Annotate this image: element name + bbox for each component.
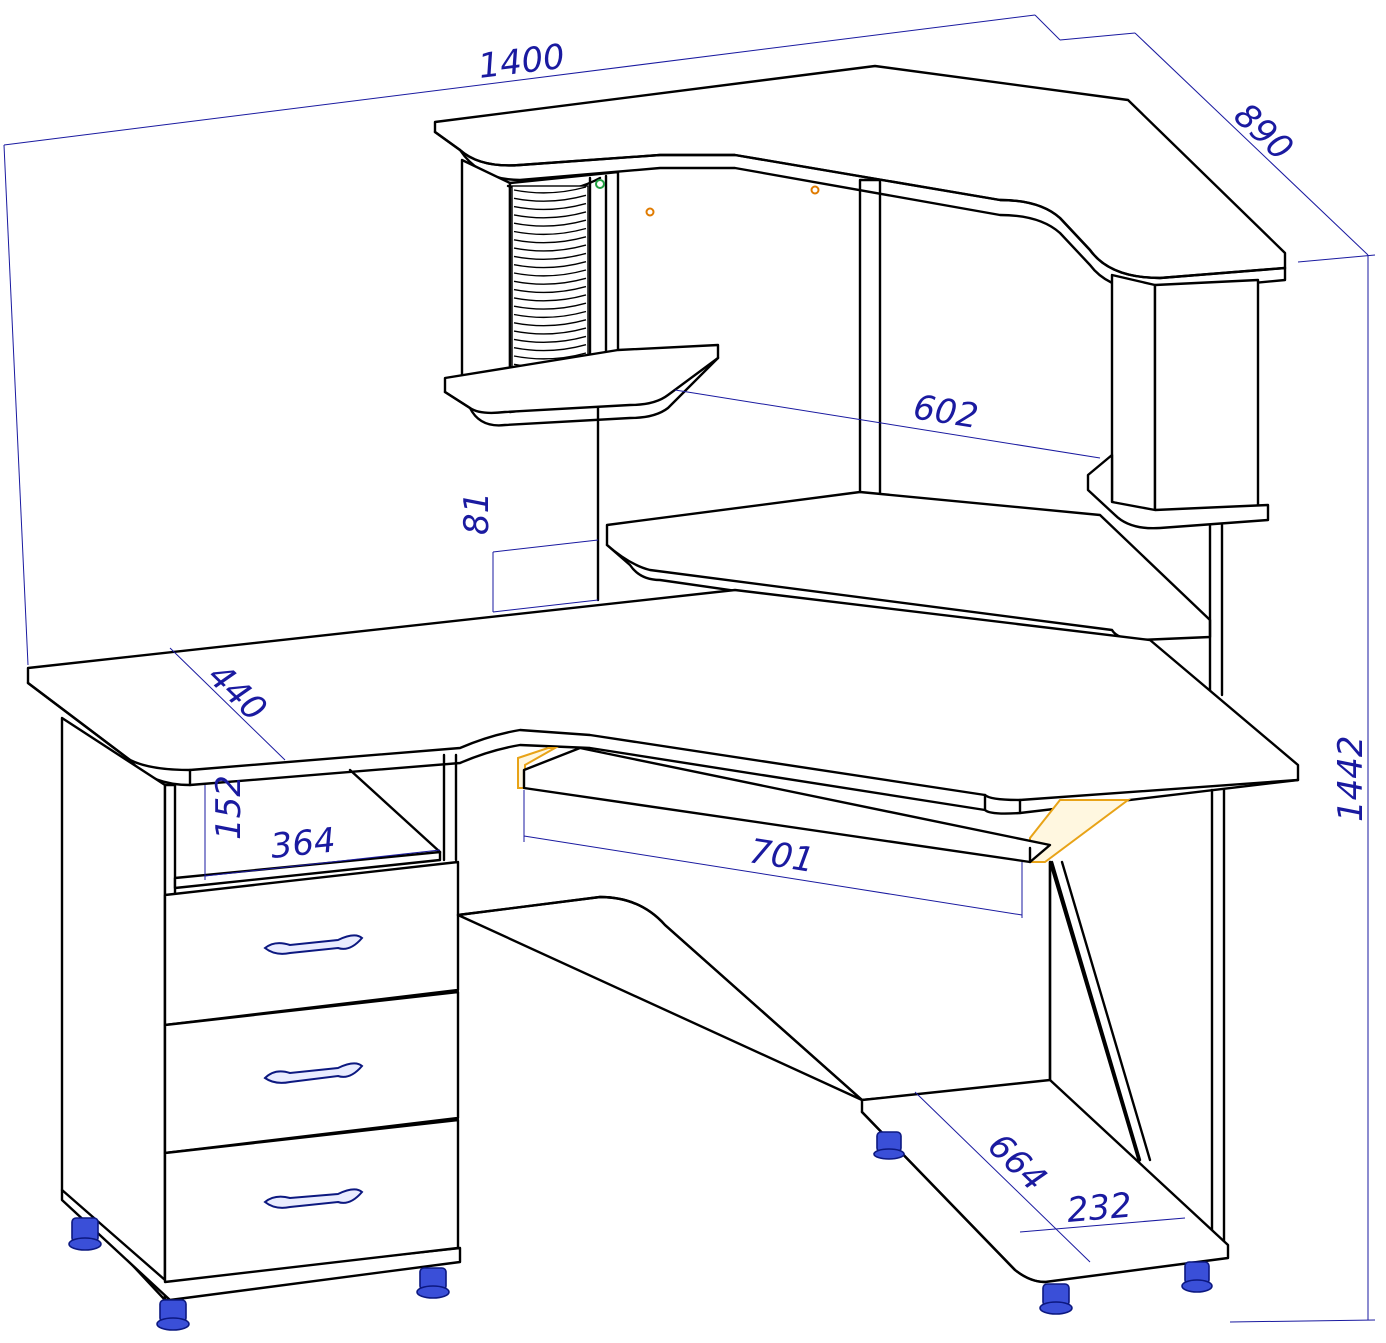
cd-slot bbox=[513, 236, 587, 244]
cd-slot bbox=[513, 227, 587, 236]
niche-back-edge bbox=[348, 768, 442, 854]
cd-slot bbox=[513, 344, 587, 352]
back-panel-divider bbox=[858, 178, 882, 507]
dim-niche-height: 152 bbox=[209, 775, 249, 840]
dim-niche-width: 364 bbox=[269, 820, 338, 867]
feet bbox=[68, 1131, 1213, 1331]
cd-slot bbox=[513, 194, 587, 202]
cd-slot bbox=[513, 302, 587, 310]
foot bbox=[156, 1299, 190, 1331]
cd-slot bbox=[513, 211, 587, 219]
cd-slot bbox=[513, 294, 587, 302]
dim-total-width: 1400 bbox=[476, 37, 567, 87]
foot bbox=[1181, 1261, 1213, 1293]
foot bbox=[873, 1131, 905, 1160]
pedestal bbox=[60, 716, 462, 1302]
cd-slot bbox=[513, 335, 587, 343]
drawer-handle-top bbox=[263, 934, 364, 955]
rear-panel-edge bbox=[1050, 860, 1142, 1162]
cd-slot bbox=[513, 327, 587, 335]
cd-slot bbox=[513, 244, 587, 252]
tray-bracket-left bbox=[517, 747, 559, 789]
dimension-lines bbox=[3, 14, 1376, 1323]
cd-slot bbox=[513, 269, 587, 277]
superstructure bbox=[433, 64, 1287, 697]
desktop-surface bbox=[26, 588, 1300, 802]
right-small-shelf bbox=[1086, 453, 1270, 530]
cd-slot bbox=[513, 310, 587, 319]
right-tower-side bbox=[1110, 273, 1157, 514]
cd-slot bbox=[513, 319, 587, 327]
cd-slot bbox=[513, 202, 587, 211]
right-tower-front bbox=[1153, 278, 1260, 514]
cd-slots bbox=[513, 186, 587, 368]
dim-foot-shelf-width: 232 bbox=[1065, 1185, 1133, 1231]
niche-shelf bbox=[173, 850, 442, 890]
cd-slot bbox=[513, 277, 587, 285]
fastener-green bbox=[595, 179, 605, 189]
dim-height: 1442 bbox=[1331, 735, 1371, 822]
cd-slot bbox=[513, 352, 587, 360]
cd-shelf bbox=[443, 343, 720, 415]
fastener-orange bbox=[645, 207, 655, 217]
cd-slot bbox=[513, 261, 587, 269]
cd-slot bbox=[513, 219, 587, 227]
drawer-handle-middle bbox=[263, 1062, 364, 1084]
cd-slot bbox=[513, 186, 587, 194]
foot bbox=[68, 1217, 102, 1251]
cd-slot bbox=[513, 285, 587, 294]
fastener-orange bbox=[810, 185, 820, 195]
keyboard-tray bbox=[517, 746, 1132, 864]
foot bbox=[1039, 1283, 1073, 1315]
dim-depth: 890 bbox=[1226, 95, 1301, 169]
foot bbox=[416, 1267, 450, 1299]
foot-shelf bbox=[860, 1078, 1230, 1284]
dim-keyboard-tray: 701 bbox=[747, 831, 817, 881]
tray-surface bbox=[522, 746, 1052, 864]
drawer-handle-bottom bbox=[263, 1188, 364, 1209]
side-support bbox=[456, 788, 1230, 1284]
dim-shelf-gap: 81 bbox=[457, 492, 497, 535]
cd-slot bbox=[513, 252, 587, 260]
